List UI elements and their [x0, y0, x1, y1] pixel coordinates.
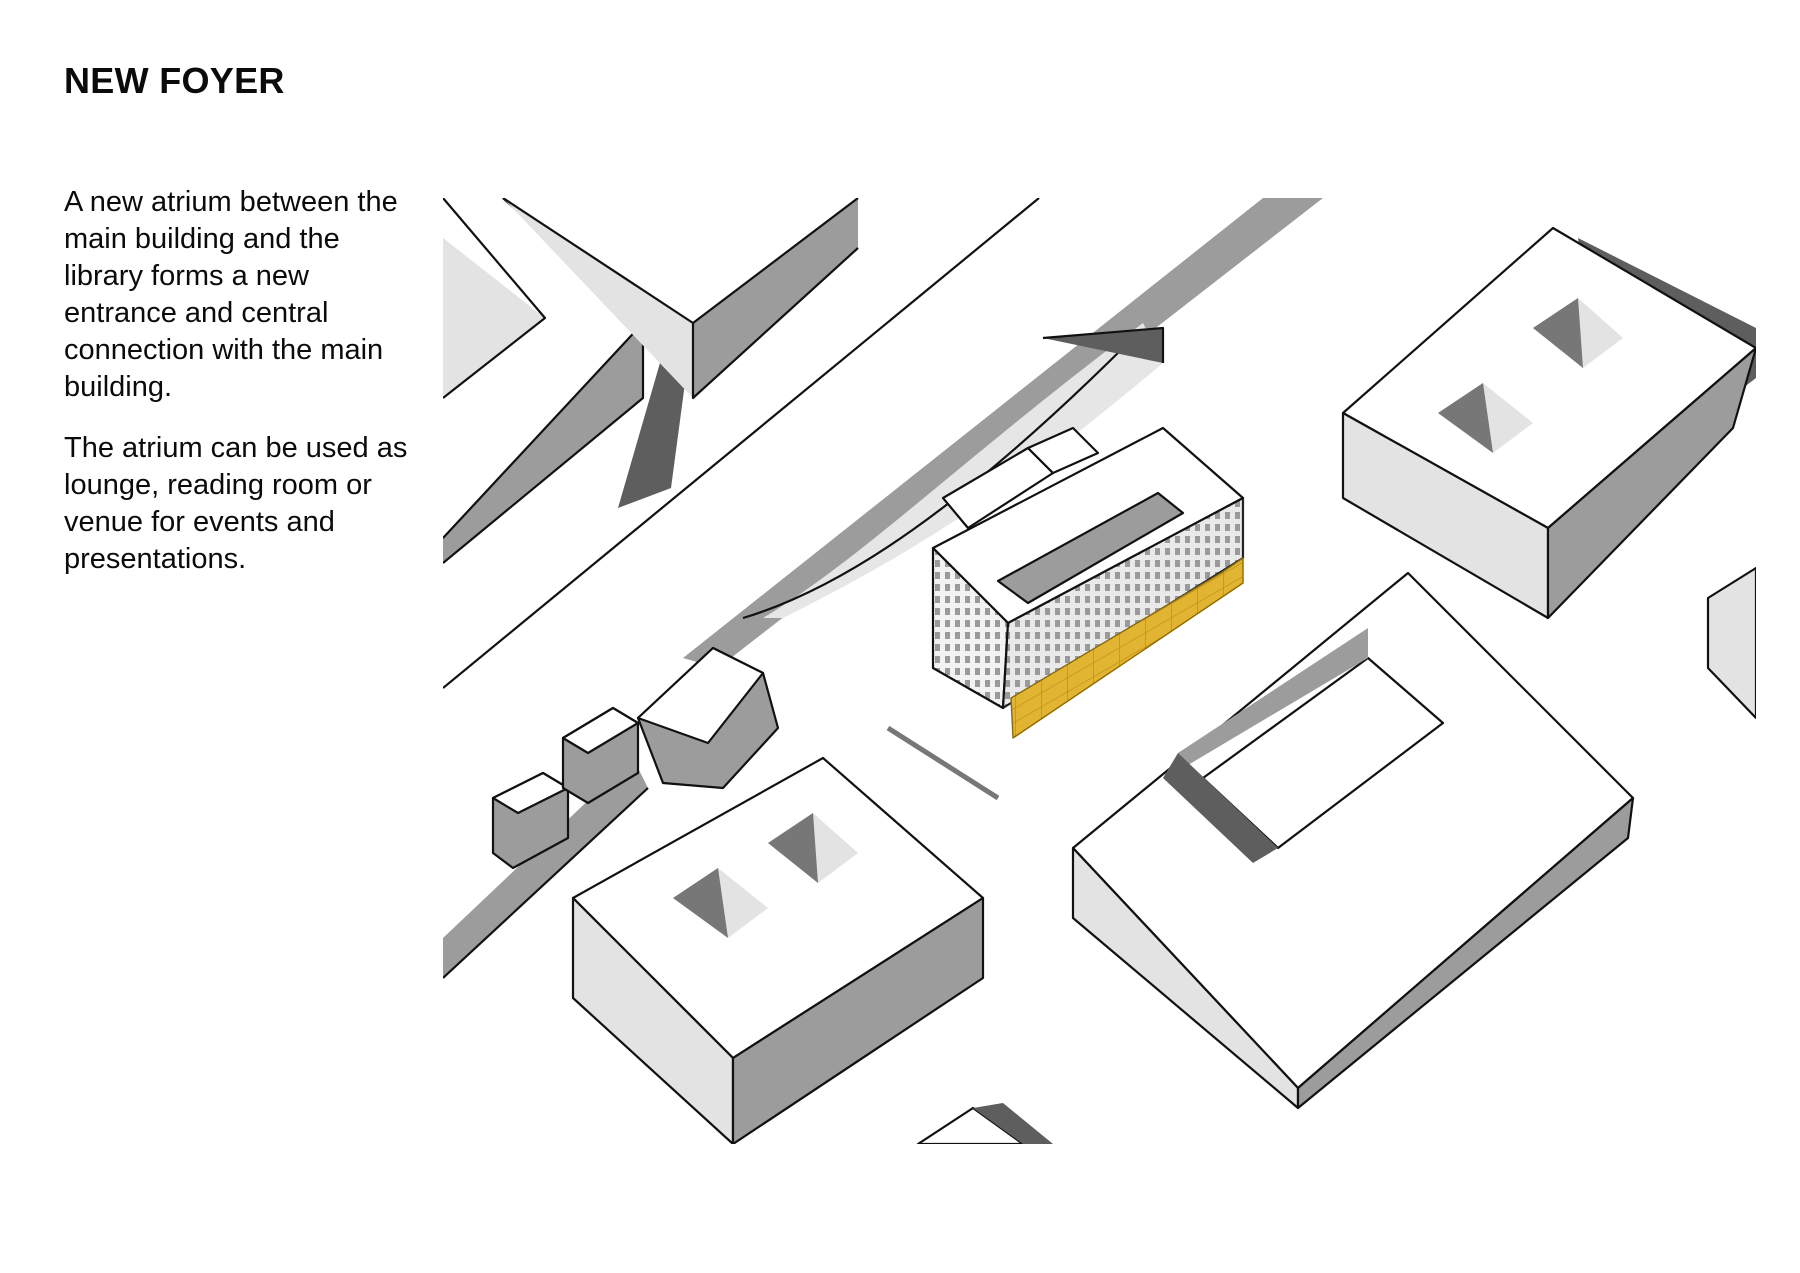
building-right-top: [1341, 226, 1756, 620]
site-model-svg: [443, 198, 1756, 1144]
street-lines: [443, 198, 1040, 689]
target-building: [931, 426, 1245, 739]
building-far-right: [1706, 566, 1756, 720]
description-paragraph-2: The atrium can be used as lounge, readin…: [64, 432, 408, 575]
axonometric-site-diagram: [443, 198, 1756, 1144]
entrance-ramp: [886, 725, 1000, 801]
description-paragraph-1: A new atrium between the main building a…: [64, 186, 398, 403]
building-bottom-sliver: [916, 1103, 1053, 1144]
building-curved-wing: [742, 323, 1165, 620]
page-title: NEW FOYER: [64, 60, 285, 101]
description: A new atrium between the main building a…: [64, 184, 424, 602]
building-small-boxes: [491, 646, 780, 870]
building-bottom-left: [571, 756, 985, 1144]
building-courtyard-large: [1071, 571, 1635, 1110]
atrium-glazing: [1010, 557, 1244, 739]
building-top-center: [502, 198, 859, 400]
